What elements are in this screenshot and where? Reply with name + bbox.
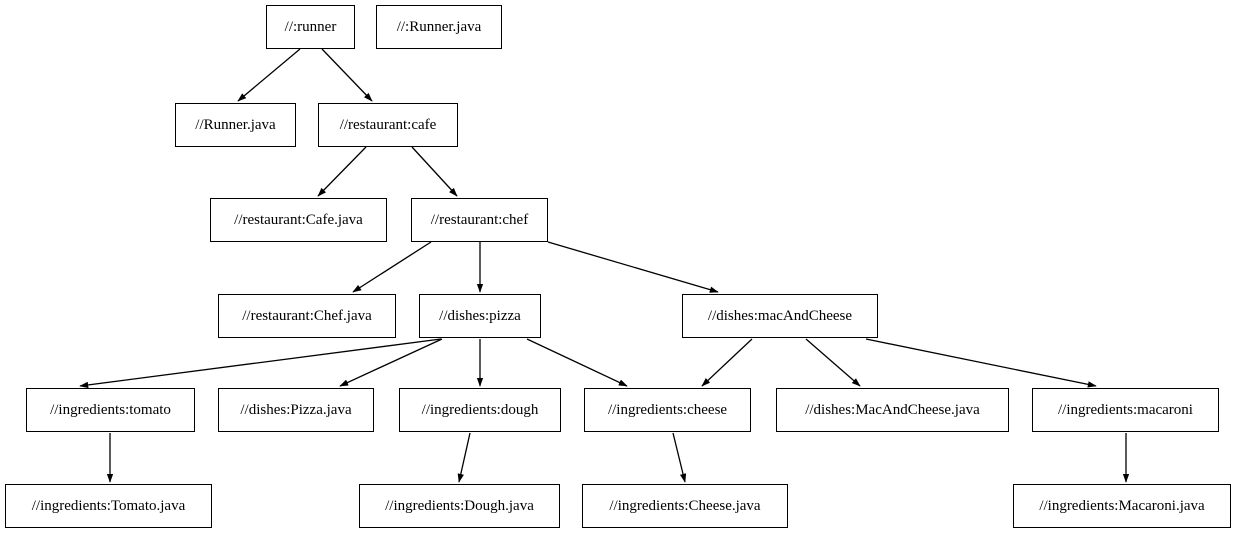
graph-node-runner[interactable]: //:runner [266, 5, 355, 49]
graph-node-dishes_mac[interactable]: //dishes:macAndCheese [682, 294, 878, 338]
graph-node-tomato_java[interactable]: //ingredients:Tomato.java [5, 484, 212, 528]
graph-node-label: //ingredients:Tomato.java [31, 497, 186, 514]
graph-node-label: //ingredients:macaroni [1058, 401, 1193, 418]
graph-node-label: //restaurant:Cafe.java [234, 211, 363, 228]
graph-node-cheese_java[interactable]: //ingredients:Cheese.java [582, 484, 788, 528]
graph-node-runner_java[interactable]: //Runner.java [175, 103, 296, 147]
graph-node-label: //restaurant:cafe [339, 116, 437, 133]
graph-edge-restaurant_chef-to-dishes_mac [547, 241, 719, 293]
graph-node-label: //ingredients:tomato [50, 401, 171, 418]
graph-node-ing_dough[interactable]: //ingredients:dough [399, 388, 561, 432]
graph-node-root_runner_java[interactable]: //:Runner.java [376, 5, 502, 49]
graph-node-label: //ingredients:cheese [607, 401, 728, 418]
graph-edge-restaurant_chef-to-chef_java [352, 241, 432, 293]
graph-node-cafe_java[interactable]: //restaurant:Cafe.java [210, 198, 387, 242]
graph-edge-dishes_pizza-to-ing_tomato [79, 338, 442, 389]
graph-node-label: //ingredients:dough [421, 401, 539, 418]
graph-node-label: //dishes:pizza [439, 307, 521, 324]
graph-node-label: //Runner.java [195, 116, 276, 133]
graph-edge-dishes_pizza-to-ing_cheese [526, 338, 628, 387]
graph-edge-restaurant_cafe-to-cafe_java [317, 146, 367, 197]
graph-node-restaurant_chef[interactable]: //restaurant:chef [411, 198, 548, 242]
graph-node-restaurant_cafe[interactable]: //restaurant:cafe [318, 103, 458, 147]
graph-node-macaroni_java[interactable]: //ingredients:Macaroni.java [1013, 484, 1231, 528]
graph-node-ing_tomato[interactable]: //ingredients:tomato [26, 388, 195, 432]
graph-edge-ing_dough-to-dough_java [457, 432, 471, 483]
graph-node-label: //ingredients:Dough.java [385, 497, 534, 514]
graph-node-ing_cheese[interactable]: //ingredients:cheese [584, 388, 751, 432]
graph-edge-dishes_pizza-to-pizza_java [339, 338, 443, 387]
graph-node-label: //ingredients:Cheese.java [609, 497, 761, 514]
graph-node-label: //dishes:Pizza.java [240, 401, 352, 418]
graph-edge-runner-to-restaurant_cafe [321, 48, 373, 102]
graph-node-dishes_pizza[interactable]: //dishes:pizza [419, 294, 541, 338]
graph-node-label: //:Runner.java [396, 18, 482, 35]
graph-node-mac_java[interactable]: //dishes:MacAndCheese.java [776, 388, 1009, 432]
graph-node-pizza_java[interactable]: //dishes:Pizza.java [218, 388, 374, 432]
graph-node-label: //:runner [284, 18, 337, 35]
graph-node-label: //restaurant:Chef.java [242, 307, 372, 324]
graph-node-label: //dishes:macAndCheese [707, 307, 853, 324]
graph-node-label: //dishes:MacAndCheese.java [805, 401, 980, 418]
graph-node-chef_java[interactable]: //restaurant:Chef.java [218, 294, 396, 338]
graph-node-label: //ingredients:Macaroni.java [1039, 497, 1205, 514]
graph-edge-dishes_mac-to-mac_java [805, 338, 861, 387]
graph-node-ing_macaroni[interactable]: //ingredients:macaroni [1032, 388, 1219, 432]
graph-edge-runner-to-runner_java [237, 48, 301, 102]
graph-node-dough_java[interactable]: //ingredients:Dough.java [359, 484, 560, 528]
graph-edge-ing_cheese-to-cheese_java [672, 432, 687, 483]
graph-node-label: //restaurant:chef [430, 211, 529, 228]
graph-edge-dishes_mac-to-ing_cheese [701, 338, 753, 387]
graph-edge-restaurant_cafe-to-restaurant_chef [411, 146, 458, 197]
graph-edge-dishes_mac-to-ing_macaroni [865, 338, 1097, 388]
